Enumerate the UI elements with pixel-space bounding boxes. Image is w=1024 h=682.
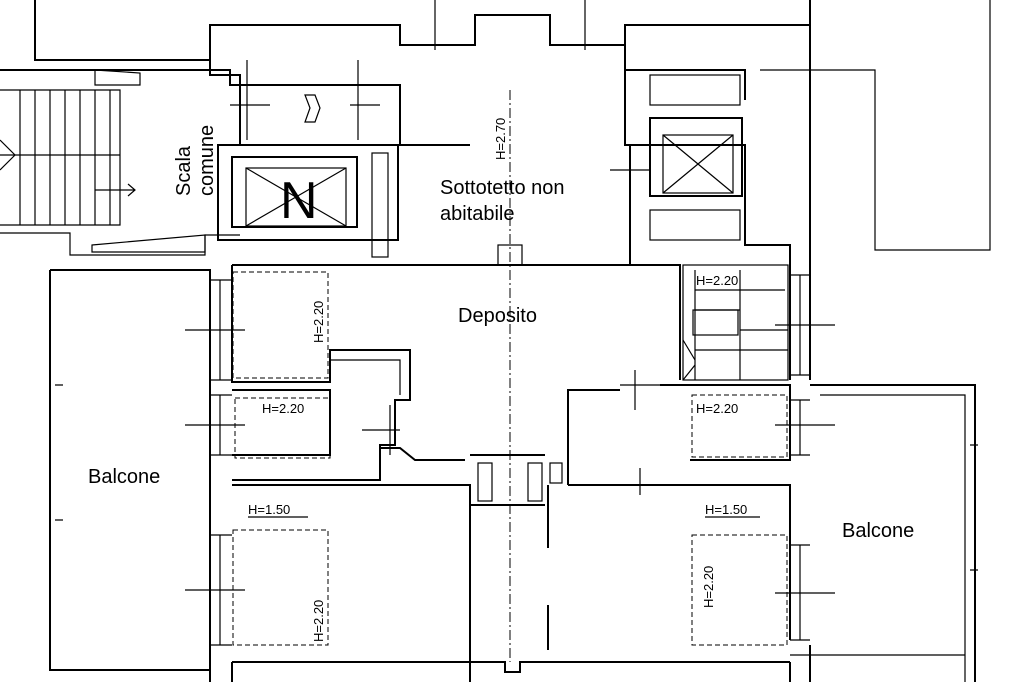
elevator-left [217, 144, 399, 258]
height-label: H=2.20 [696, 273, 738, 288]
deposito-label: Deposito [458, 305, 537, 327]
arrow-icon [304, 94, 321, 123]
sottotetto-label-2: abitabile [440, 203, 515, 225]
height-label: H=2.20 [311, 301, 326, 343]
height-label: H=2.20 [696, 401, 738, 416]
scala-label-1: Scala [173, 145, 195, 196]
sottotetto-label-1: Sottotetto non [440, 177, 565, 199]
common-stair [0, 69, 206, 253]
walls [0, 0, 991, 682]
height-label: H=2.20 [311, 600, 326, 642]
dashed-areas [232, 90, 788, 662]
height-label: H=1.50 [705, 502, 747, 517]
elevator-letter: N [280, 172, 318, 230]
height-label: H=2.20 [701, 566, 716, 608]
balcone-right-label: Balcone [842, 520, 914, 542]
elevator-right [649, 74, 743, 241]
balcone-markers [55, 384, 978, 571]
balcone-left-label: Balcone [88, 466, 160, 488]
internal-stair [682, 264, 789, 381]
windows [185, 0, 835, 646]
scala-label-2: comune [196, 125, 218, 196]
interior-walls [231, 264, 791, 682]
height-label: H=2.70 [493, 118, 508, 160]
height-label: H=2.20 [262, 401, 304, 416]
height-label: H=1.50 [248, 502, 290, 517]
